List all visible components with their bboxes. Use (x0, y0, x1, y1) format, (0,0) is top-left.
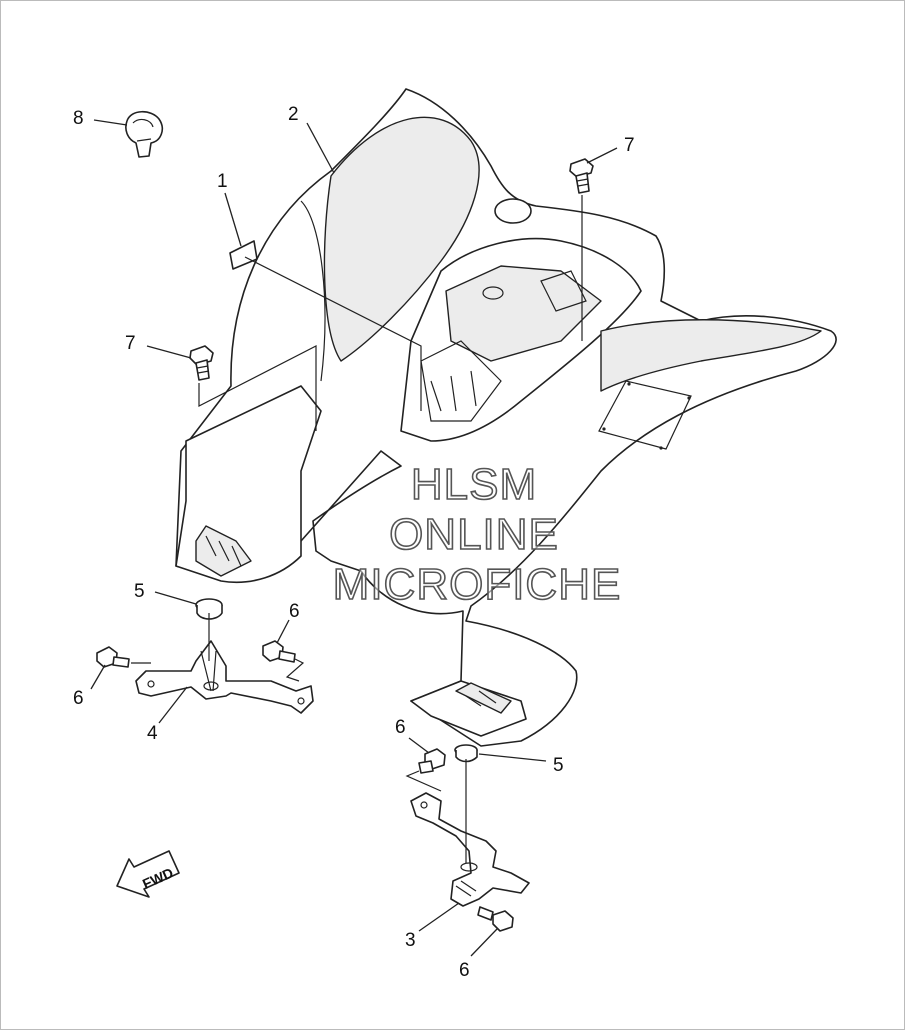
watermark: HLSM ONLINE MICROFICHE (332, 459, 622, 610)
watermark-line-1: HLSM (411, 460, 537, 509)
callout-8: 8 (73, 108, 84, 129)
callout-6-d: 6 (459, 960, 470, 981)
watermark-line-3: MICROFICHE (333, 560, 622, 609)
callout-3: 3 (405, 930, 416, 951)
callout-5-right: 5 (553, 755, 564, 776)
callout-5-left: 5 (134, 581, 145, 602)
assembly-lines (131, 195, 583, 863)
callout-6-a: 6 (73, 688, 84, 709)
bolt-part-6-d (477, 906, 514, 932)
callout-labels: 8 2 1 7 7 5 6 6 4 6 5 3 6 (73, 104, 635, 981)
callout-4: 4 (147, 723, 158, 744)
callout-6-c: 6 (395, 717, 406, 738)
grommet-part-5-left (195, 598, 223, 620)
bolt-part-7-top (569, 158, 594, 194)
bolt-part-6-c (418, 748, 446, 774)
bolt-part-7-left (189, 345, 214, 381)
watermark-line-2: ONLINE (389, 510, 559, 559)
callout-6-b: 6 (289, 601, 300, 622)
bolt-part-6-b (262, 640, 296, 663)
callout-1: 1 (217, 171, 228, 192)
leader-lines (90, 119, 618, 957)
bracket-part-4 (135, 640, 314, 714)
callout-7-top: 7 (624, 135, 635, 156)
label-decal (229, 240, 258, 270)
bracket-part-3 (410, 792, 530, 907)
callout-2: 2 (288, 104, 299, 125)
bolt-part-6-a (96, 646, 130, 668)
fwd-arrow-icon: FWD (116, 850, 180, 898)
rear-fender (175, 88, 837, 747)
clip-part (125, 110, 163, 158)
callout-7-left: 7 (125, 333, 136, 354)
